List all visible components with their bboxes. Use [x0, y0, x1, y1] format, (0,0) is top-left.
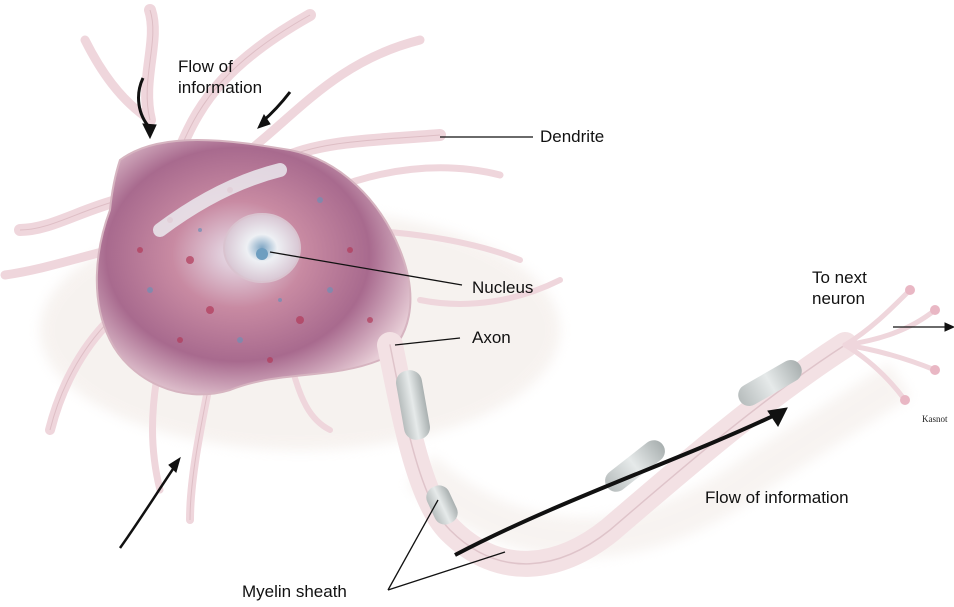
nucleus-label: Nucleus: [472, 278, 533, 298]
next-neuron-label-line1: To next: [812, 268, 867, 288]
flow-label-top-line2: information: [178, 78, 262, 98]
myelin-sheath-label: Myelin sheath: [242, 582, 347, 602]
terminal-buttons: [900, 285, 940, 405]
dendrite-label: Dendrite: [540, 127, 604, 147]
artist-credit: Kasnot: [922, 414, 948, 424]
flow-label-top-line1: Flow of: [178, 57, 233, 77]
axon-label: Axon: [472, 328, 511, 348]
next-neuron-label-line2: neuron: [812, 289, 865, 309]
flow-label-bottom: Flow of information: [705, 488, 849, 508]
nucleolus: [256, 248, 268, 260]
